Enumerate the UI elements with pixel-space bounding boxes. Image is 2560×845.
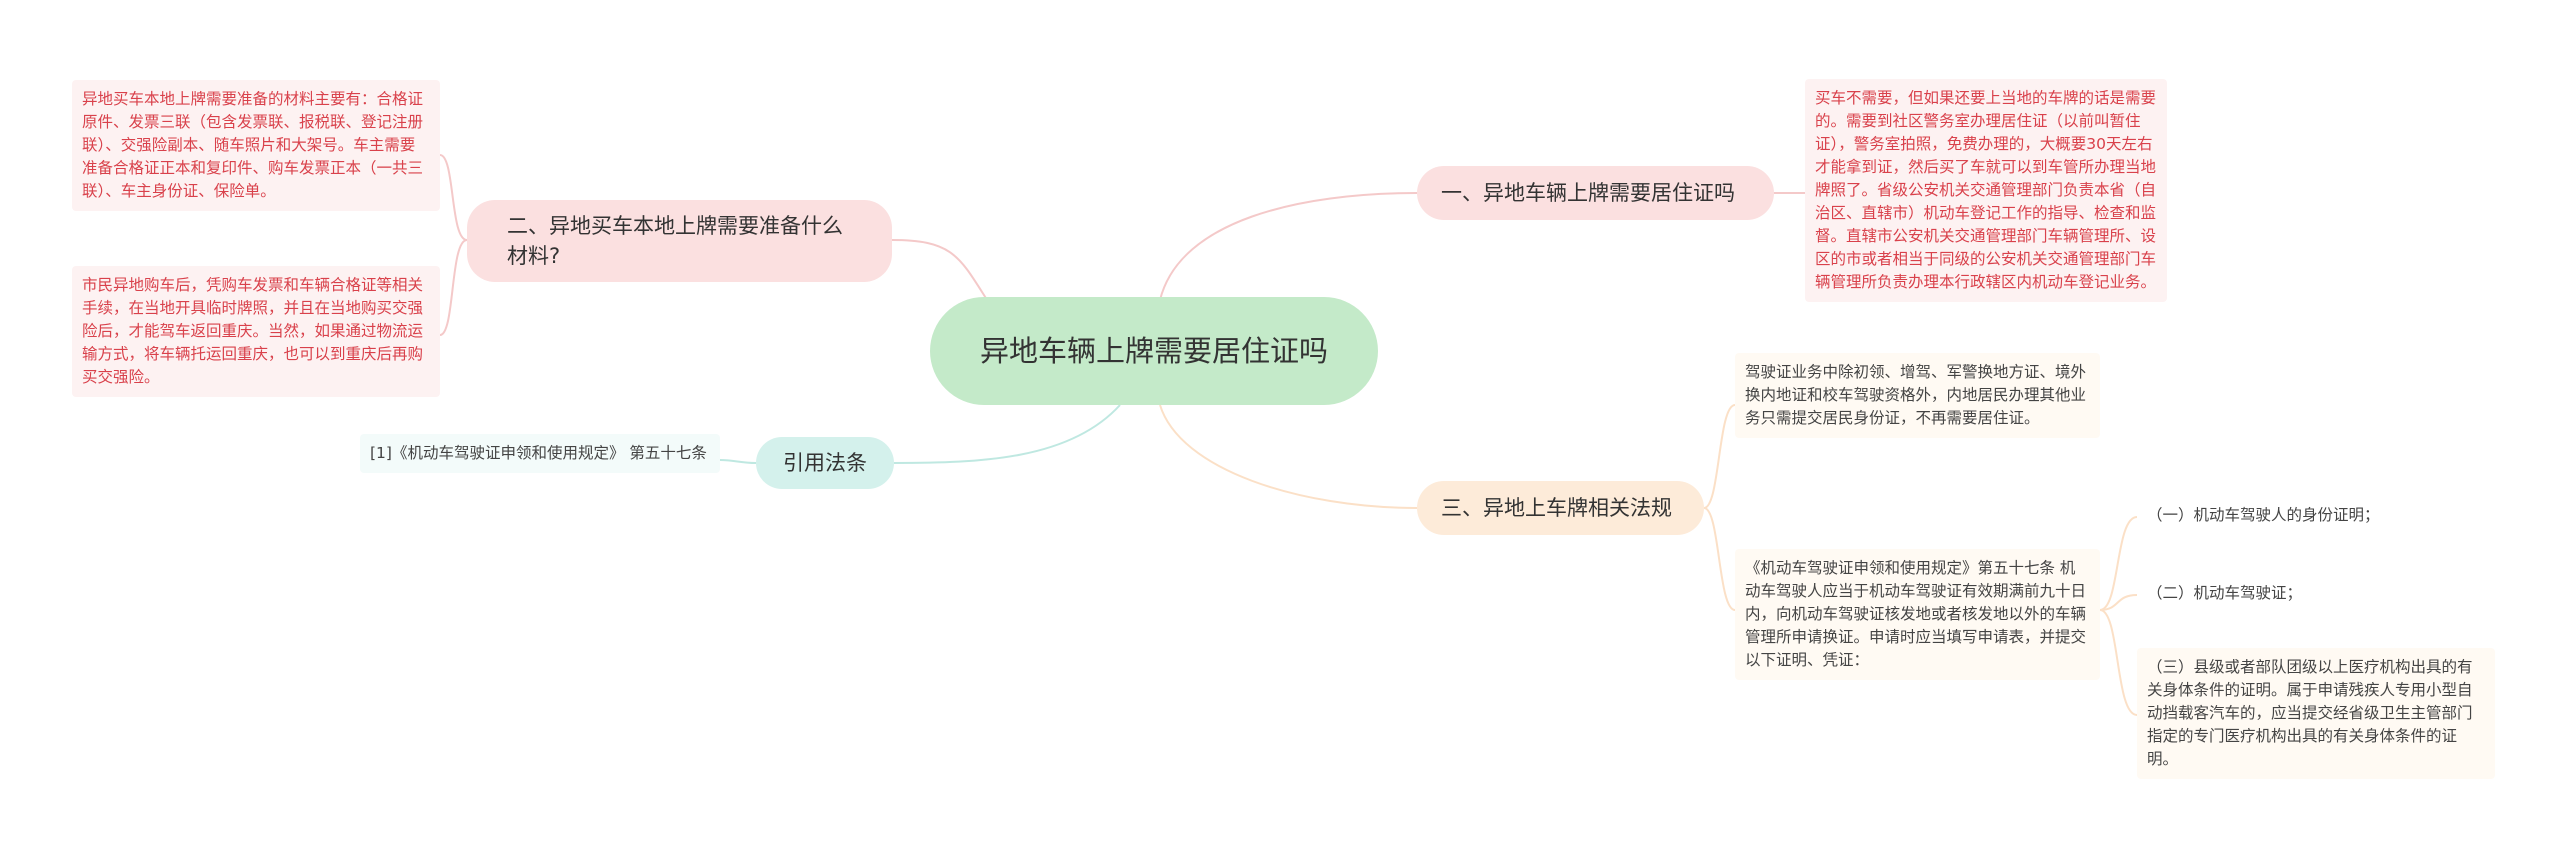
branch-2-label: 二、异地买车本地上牌需要准备什么材料? bbox=[507, 214, 843, 268]
central-topic[interactable]: 异地车辆上牌需要居住证吗 bbox=[930, 297, 1378, 405]
link-center-b1 bbox=[1159, 192, 1418, 301]
branch-3-sub-item-1: （一）机动车驾驶人的身份证明； bbox=[2147, 506, 2380, 524]
branch-1-label: 一、异地车辆上牌需要居住证吗 bbox=[1441, 181, 1735, 205]
link-center-b3 bbox=[1159, 404, 1418, 509]
link-sub-2 bbox=[2099, 594, 2138, 611]
branch-2-detail-a: 异地买车本地上牌需要准备的材料主要有：合格证原件、发票三联（包含发票联、报税联、… bbox=[72, 80, 440, 211]
branch-2-detail-b: 市民异地购车后，凭购车发票和车辆合格证等相关手续，在当地开具临时牌照，并且在当地… bbox=[72, 266, 440, 397]
branch-3-label: 三、异地上车牌相关法规 bbox=[1441, 496, 1672, 520]
branch-3[interactable]: 三、异地上车牌相关法规 bbox=[1417, 481, 1704, 535]
link-b2-leaf-a bbox=[439, 154, 468, 241]
link-b4-leaf bbox=[719, 459, 757, 464]
branch-4-detail: [1]《机动车驾驶证申领和使用规定》 第五十七条 bbox=[360, 434, 720, 473]
link-b3-leaf-a bbox=[1703, 404, 1736, 509]
branch-2[interactable]: 二、异地买车本地上牌需要准备什么材料? bbox=[467, 200, 892, 282]
link-b3-leaf-b bbox=[1703, 507, 1736, 611]
branch-3-sub-item-3: （三）县级或者部队团级以上医疗机构出具的有关身体条件的证明。属于申请残疾人专用小… bbox=[2137, 648, 2495, 779]
branch-4-label: 引用法条 bbox=[783, 451, 867, 475]
link-sub-3 bbox=[2099, 609, 2138, 716]
branch-3-sub-item-2: （二）机动车驾驶证； bbox=[2147, 584, 2303, 602]
branch-3-detail-b: 《机动车驾驶证申领和使用规定》第五十七条 机动车驾驶人应当于机动车驾驶证有效期满… bbox=[1735, 549, 2100, 680]
link-sub-1 bbox=[2099, 516, 2138, 611]
branch-1[interactable]: 一、异地车辆上牌需要居住证吗 bbox=[1417, 166, 1774, 220]
link-b2-leaf-b bbox=[439, 239, 468, 336]
branch-3-detail-a: 驾驶证业务中除初领、增驾、军警换地方证、境外换内地证和校车驾驶资格外，内地居民办… bbox=[1735, 353, 2100, 438]
link-center-b4 bbox=[893, 404, 1121, 464]
branch-1-detail: 买车不需要，但如果还要上当地的车牌的话是需要的。需要到社区警务室办理居住证（以前… bbox=[1805, 79, 2167, 302]
branch-4[interactable]: 引用法条 bbox=[756, 437, 894, 489]
central-topic-label: 异地车辆上牌需要居住证吗 bbox=[980, 334, 1329, 368]
